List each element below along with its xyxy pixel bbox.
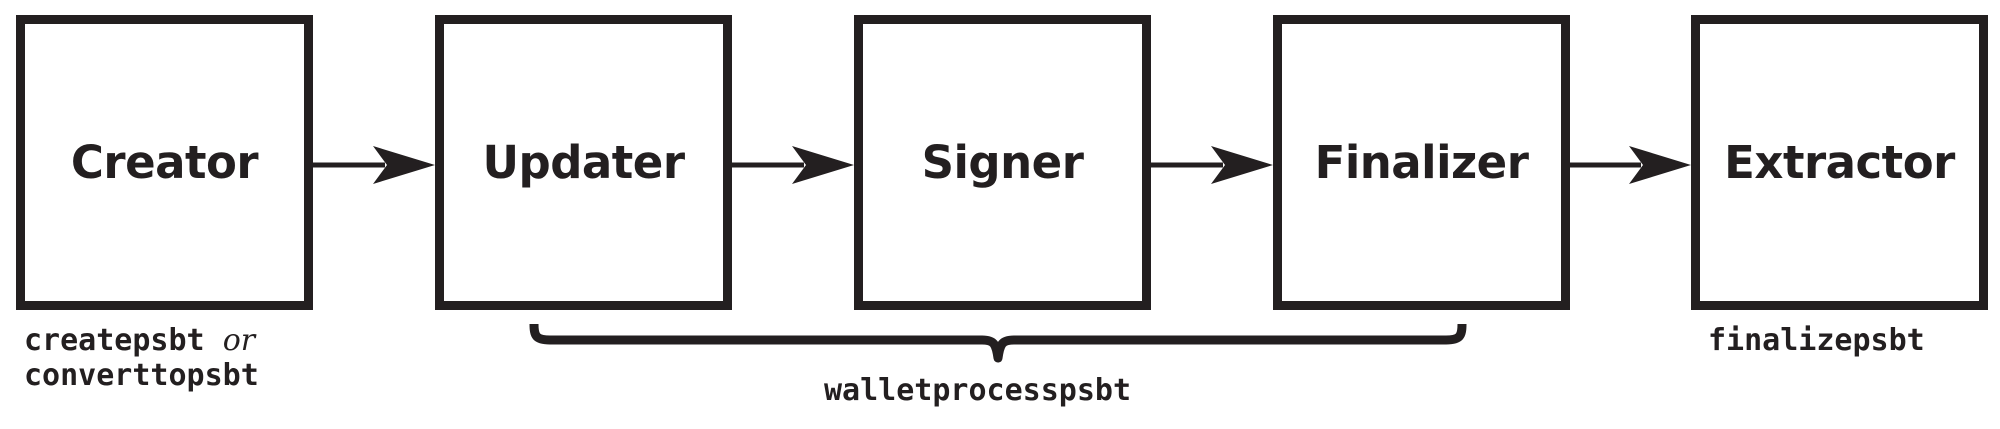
- stage-label-updater: Updater: [482, 136, 685, 189]
- stage-box-creator[interactable]: Creator: [16, 15, 313, 310]
- arrow-creator-to-updater: [313, 146, 435, 184]
- stage-label-creator: Creator: [70, 136, 259, 189]
- creator-command-annotation: createpsbt or converttopsbt: [24, 323, 259, 394]
- stage-label-signer: Signer: [921, 136, 1084, 189]
- stage-box-extractor[interactable]: Extractor: [1691, 15, 1988, 310]
- extractor-command-label: finalizepsbt: [1708, 323, 1925, 358]
- stage-label-extractor: Extractor: [1724, 136, 1955, 189]
- brace-command-label: walletprocesspsbt: [824, 373, 1132, 408]
- stage-box-updater[interactable]: Updater: [435, 15, 732, 310]
- arrow-finalizer-to-extractor: [1570, 146, 1691, 184]
- creator-command-line1: createpsbt: [24, 323, 205, 358]
- creator-command-line2: converttopsbt: [24, 358, 259, 394]
- stage-box-finalizer[interactable]: Finalizer: [1273, 15, 1570, 310]
- stage-label-finalizer: Finalizer: [1314, 136, 1529, 189]
- creator-command-or: or: [222, 323, 256, 358]
- stage-box-signer[interactable]: Signer: [854, 15, 1151, 310]
- arrow-updater-to-signer: [732, 146, 854, 184]
- arrow-signer-to-finalizer: [1151, 146, 1273, 184]
- walletprocesspsbt-brace: [529, 323, 1467, 363]
